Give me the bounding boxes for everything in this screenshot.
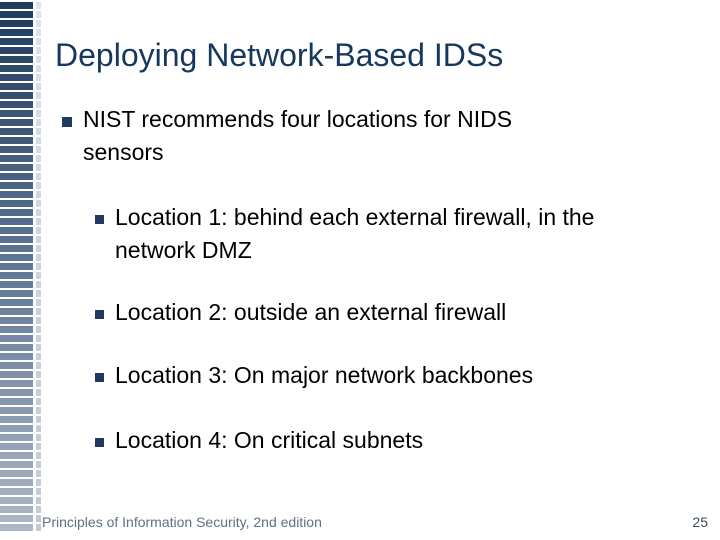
sub-bullet-location2-text: Location 2: outside an external firewall bbox=[115, 299, 507, 325]
slide-title: Deploying Network-Based IDSs bbox=[55, 37, 504, 73]
sub-bullet-location1-text: Location 1: behind each external firewal… bbox=[115, 204, 595, 263]
sub-bullet-location4-text: Location 4: On critical subnets bbox=[115, 427, 424, 453]
decorative-bar-strip bbox=[0, 0, 33, 533]
sub-bullet-location3-text: Location 3: On major network backbones bbox=[115, 362, 534, 388]
page-number: 25 bbox=[692, 514, 708, 530]
bullet-square-icon bbox=[95, 310, 104, 319]
bullet-square-icon bbox=[62, 117, 72, 127]
decorative-thin-strip bbox=[36, 0, 41, 533]
bullet-square-icon bbox=[95, 215, 104, 224]
bullet-square-icon bbox=[95, 438, 104, 447]
bullet-level1-text: NIST recommends four locations for NIDS … bbox=[83, 106, 513, 165]
footer-text: Principles of Information Security, 2nd … bbox=[42, 514, 322, 530]
bullet-square-icon bbox=[95, 373, 104, 382]
